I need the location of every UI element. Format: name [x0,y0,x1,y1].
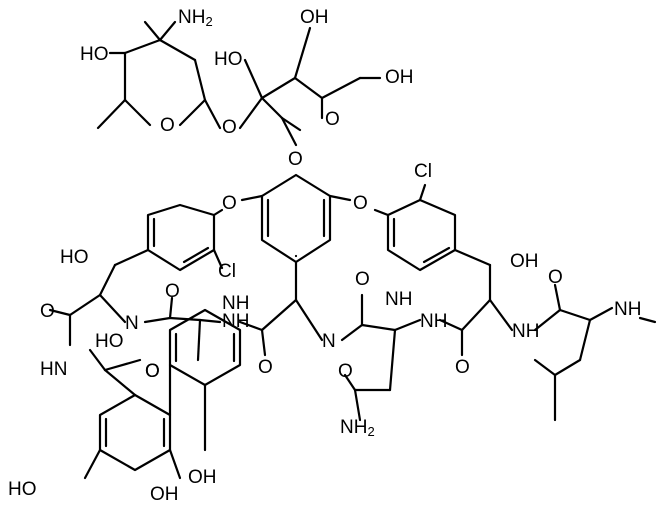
label-nh2-bottom: NH2 [340,417,375,439]
label-ho-acid: HO [95,331,124,352]
central-ring [240,173,352,302]
label-n-1: N [125,313,139,334]
label-o-c1: O [40,301,55,322]
label-nh-3: NH [385,289,412,310]
label-hn-left: HN [40,359,67,380]
label-ho-left: HO [60,247,89,268]
label-nh-2: NH [222,311,249,332]
label-o-c5: O [455,357,470,378]
label-o-glyco: O [222,117,237,138]
label-o-ether-left: O [222,193,237,214]
label-o-ring1: O [160,115,175,136]
label-nh-4: NH [420,311,447,332]
label-oh-right: OH [510,251,539,272]
label-o-c3: O [258,357,273,378]
label-ho-sugar1: HO [80,44,109,65]
label-oh-b2: OH [188,467,217,488]
aminosugar-ring [96,20,222,130]
label-oh-sugar2-top: OH [300,7,329,28]
left-aryl-ring [113,203,224,272]
label-o-acid: O [145,361,160,382]
label-o-c6: O [548,267,563,288]
label-oh-b1: OH [150,484,179,505]
label-nh-1: NH [222,293,249,314]
label-o-ring2: O [325,109,340,130]
peptide-backbone [48,263,657,422]
label-ho-sugar2-left: HO [214,49,243,70]
label-n-2: N [322,331,336,352]
label-o-c2: O [165,281,180,302]
label-nh2-top: NH2 [178,7,213,29]
label-o-ether-right: O [353,193,368,214]
label-o-glyco2: O [288,149,303,170]
label-ho-bl: HO [8,479,37,500]
label-o-c7: O [145,361,160,382]
label-cl-right: Cl [414,161,432,182]
bottom-biaryl [83,308,242,480]
label-o-c4: O [355,269,370,290]
label-cl-left: Cl [218,261,236,282]
label-nh-5: NH [512,321,539,342]
glucose-ring [238,26,382,147]
label-o-amide: O [338,361,353,382]
label-nh-6: NH [614,299,641,320]
label-oh-sugar2-right: OH [385,67,414,88]
atom-labels: NH2 HO OH HO OH O O O O O O Cl Cl HO OH … [8,7,641,505]
right-aryl-ring [373,183,492,272]
